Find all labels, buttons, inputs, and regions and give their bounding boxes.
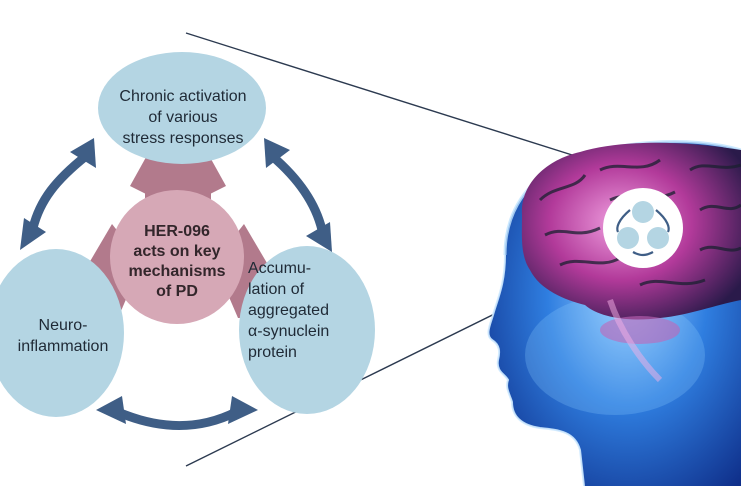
mechanism-inset-icon — [603, 188, 683, 268]
zoom-line-top — [185, 32, 589, 161]
arrow-bottom — [113, 407, 241, 430]
node-top-label: Chronic activation of various stress res… — [119, 88, 247, 147]
node-left-label: Neuro- inflammation — [17, 317, 109, 355]
node-right-bubble — [239, 246, 375, 414]
node-right-label: Accumu- lation of aggregated α-synuclein… — [248, 260, 330, 361]
arrow-top-right — [267, 151, 327, 235]
center-circle — [110, 190, 244, 324]
arrow-top-left — [28, 151, 91, 233]
arrowheads — [20, 138, 332, 424]
cycle-arrows — [28, 151, 327, 430]
node-top-bubble — [98, 52, 266, 164]
center-label: HER-096 acts on key mechanisms of PD — [128, 223, 226, 300]
node-left-bubble — [0, 249, 124, 417]
